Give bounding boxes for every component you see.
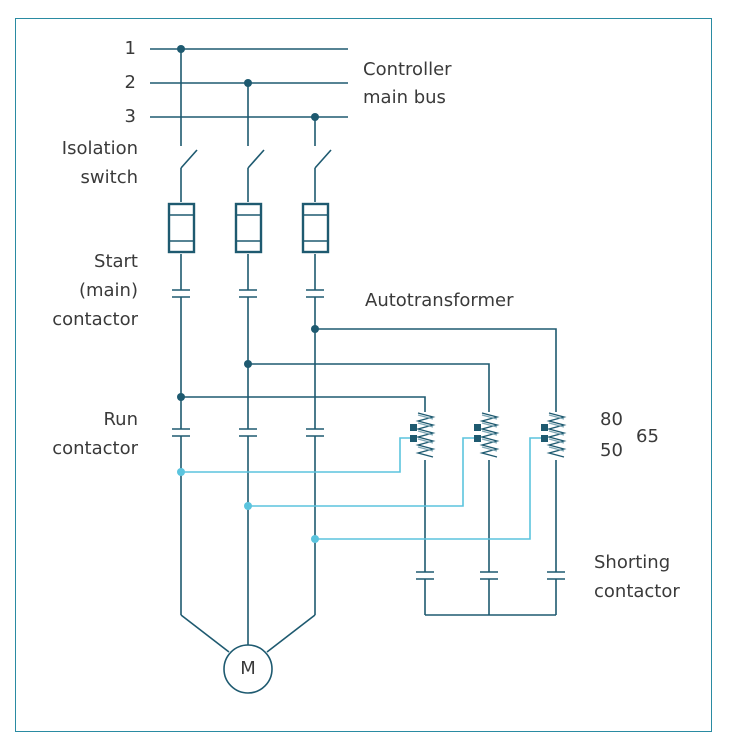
- autotransformer-coils: [415, 412, 567, 458]
- isolation-switch-label-line2: switch: [80, 167, 138, 188]
- tap-label-50: 50: [600, 440, 623, 461]
- tap-junction-dot: [244, 502, 252, 510]
- coil-1: [415, 412, 436, 458]
- junction-dot: [311, 113, 319, 121]
- coil-2: [479, 412, 500, 458]
- shorting-contactor-label-line2: contactor: [594, 581, 680, 602]
- controller-bus-label-line2: main bus: [363, 87, 446, 108]
- fuse-1: [167, 202, 196, 254]
- isolation-switch-blade-3: [314, 149, 332, 169]
- start-contactor-label-line2: (main): [78, 280, 138, 301]
- junction-dot: [177, 393, 185, 401]
- start-contactor-label-line1: Start: [94, 251, 138, 272]
- isolation-switch-label-line1: Isolation: [61, 138, 138, 159]
- tap-junction-dot: [311, 535, 319, 543]
- junction-dot: [177, 45, 185, 53]
- bus-label-3: 3: [124, 106, 136, 127]
- autotransformer-label: Autotransformer: [365, 290, 514, 311]
- tap-junction-dot: [177, 468, 185, 476]
- shorting-contactor-label-line1: Shorting: [594, 552, 671, 573]
- tap-label-80: 80: [600, 409, 623, 430]
- run-contactor-label-line1: Run: [103, 409, 138, 430]
- bus-label-1: 1: [124, 38, 136, 59]
- fuse-2: [234, 202, 263, 254]
- tap-label-65: 65: [636, 426, 659, 447]
- fuse-3: [301, 202, 330, 254]
- bus-label-2: 2: [124, 72, 136, 93]
- isolation-switch-blade-2: [247, 149, 265, 169]
- junction-dot: [244, 79, 252, 87]
- fuses: [167, 202, 330, 254]
- junction-dot: [244, 360, 252, 368]
- figure-frame: [15, 18, 712, 732]
- isolation-switch-blade-1: [180, 149, 198, 169]
- run-contactor-label-line2: contactor: [52, 438, 138, 459]
- junction-dot: [311, 325, 319, 333]
- motor-symbol: [223, 644, 273, 694]
- start-contactor-label-line3: contactor: [52, 309, 138, 330]
- controller-bus-label-line1: Controller: [363, 59, 452, 80]
- coil-3: [546, 412, 567, 458]
- motor-label: M: [240, 658, 256, 679]
